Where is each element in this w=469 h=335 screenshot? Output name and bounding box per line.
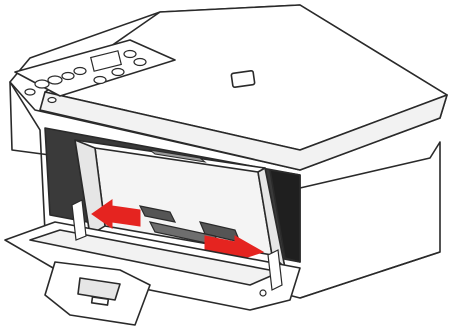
tray-extension-slot bbox=[92, 297, 109, 305]
button-icon bbox=[74, 68, 86, 75]
button-icon bbox=[48, 98, 56, 103]
button-icon bbox=[35, 80, 49, 88]
button-icon bbox=[124, 51, 136, 58]
button-icon bbox=[62, 73, 74, 80]
button-icon bbox=[48, 76, 62, 84]
button-icon bbox=[134, 59, 146, 66]
button-icon bbox=[112, 69, 124, 76]
button-icon bbox=[94, 77, 106, 84]
tray-knob-icon bbox=[260, 290, 266, 296]
button-icon bbox=[25, 89, 35, 95]
logo-icon bbox=[231, 71, 255, 88]
